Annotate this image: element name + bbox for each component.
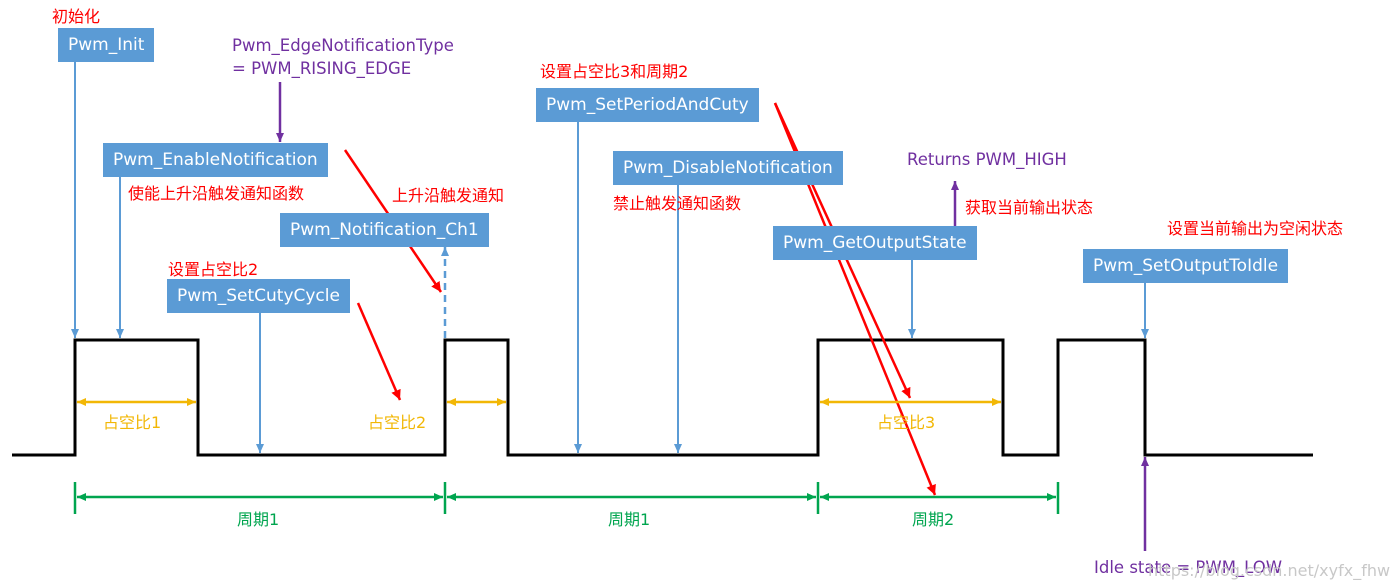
pwm-signal-waveform — [12, 338, 1313, 457]
pwm-enable-notification-box: Pwm_EnableNotification — [103, 143, 328, 177]
edge-type-line2: = PWM_RISING_EDGE — [232, 59, 412, 78]
note-rising: 上升沿触发通知 — [392, 186, 505, 205]
duty-2-label: 占空比2 — [368, 413, 427, 432]
note-enable: 使能上升沿触发通知函数 — [128, 184, 305, 203]
idle-state-label: Idle state = PWM_LOW — [1094, 558, 1283, 577]
edge-type-line1: Pwm_EdgeNotificationType — [232, 36, 454, 55]
duty-1-label: 占空比1 — [103, 413, 162, 432]
pwm-set-output-idle-box: Pwm_SetOutputToIdle — [1083, 249, 1289, 283]
pwm-set-period-box: Pwm_SetPeriodAndCuty — [536, 88, 759, 122]
note-setduty: 设置占空比2 — [168, 260, 259, 279]
red-arrow-duty-2 — [356, 302, 402, 401]
pwm-set-duty-cycle-box: Pwm_SetCutyCycle — [167, 279, 350, 313]
pwm-disable-notification-box: Pwm_DisableNotification — [613, 151, 843, 185]
note-getstate: 获取当前输出状态 — [965, 198, 1094, 217]
note-idle: 设置当前输出为空闲状态 — [1167, 219, 1344, 238]
pwm-init-box: Pwm_Init — [58, 28, 155, 62]
pwm-get-output-state-box: Pwm_GetOutputState — [773, 226, 977, 260]
pwm-notification-ch1-box: Pwm_Notification_Ch1 — [280, 213, 489, 247]
returns-label: Returns PWM_HIGH — [907, 150, 1067, 169]
note-setperiod: 设置占空比3和周期2 — [540, 62, 689, 81]
note-init: 初始化 — [52, 7, 101, 26]
period-2-label: 周期2 — [912, 510, 955, 529]
duty-3-label: 占空比3 — [877, 413, 936, 432]
note-disable: 禁止触发通知函数 — [613, 194, 742, 213]
period-1b-label: 周期1 — [608, 510, 651, 529]
period-1a-label: 周期1 — [237, 510, 280, 529]
watermark: https://blog.csdn.net/xyfx_fhw — [1148, 561, 1391, 580]
